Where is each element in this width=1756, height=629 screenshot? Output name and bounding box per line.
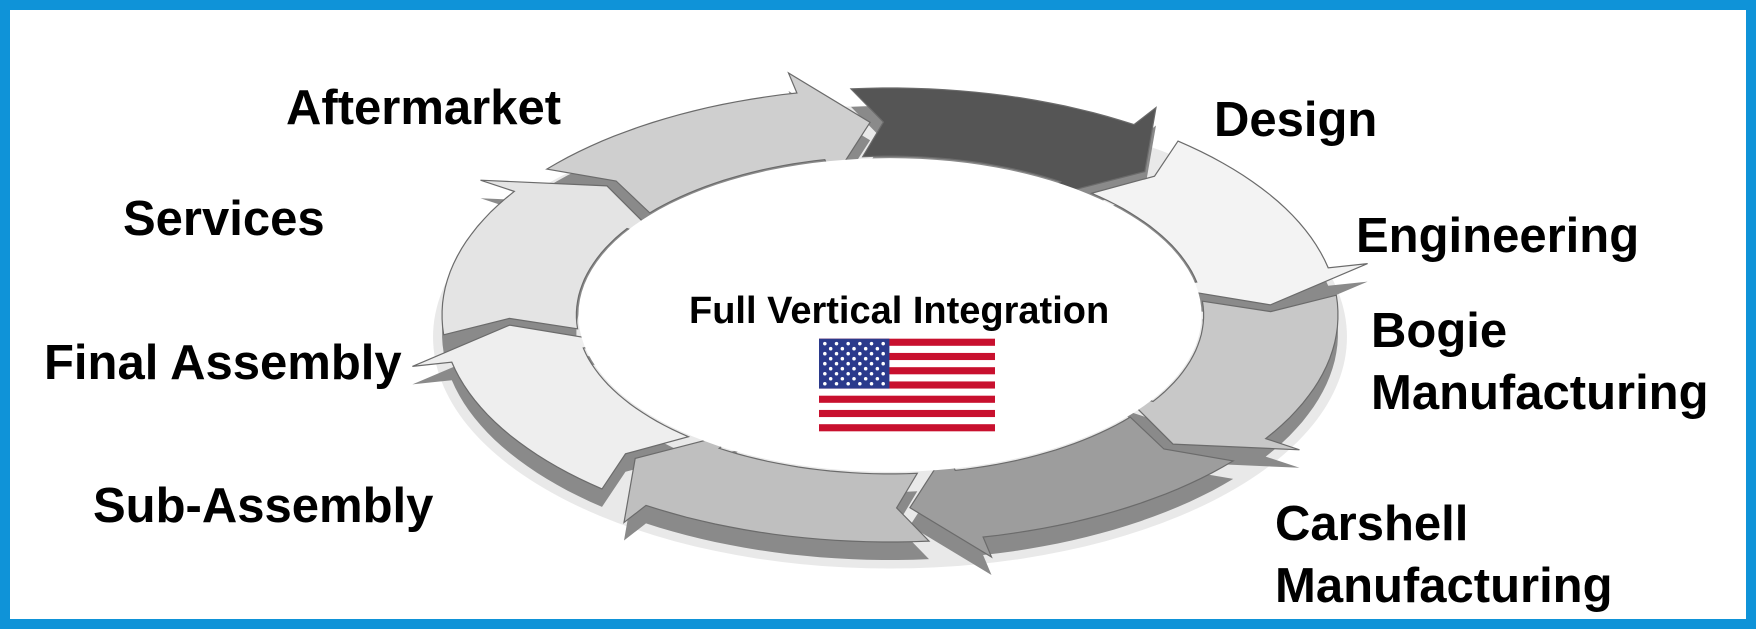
stage-label-engineering: Engineering xyxy=(1356,209,1640,263)
stage-label-final-assembly: Final Assembly xyxy=(44,336,402,390)
stage-label-carshell: Carshell Manufacturing xyxy=(1275,497,1613,614)
process-cycle xyxy=(412,71,1368,575)
us-flag-icon xyxy=(819,338,995,432)
stage-label-sub-assembly: Sub-Assembly xyxy=(93,479,434,533)
cycle-hub xyxy=(578,158,1202,472)
stage-label-services: Services xyxy=(123,192,325,246)
stage-label-bogie: Bogie Manufacturing xyxy=(1371,304,1709,421)
stage-label-aftermarket: Aftermarket xyxy=(286,81,562,135)
stage-label-design: Design xyxy=(1214,93,1378,147)
center-title: Full Vertical Integration xyxy=(689,290,1110,332)
